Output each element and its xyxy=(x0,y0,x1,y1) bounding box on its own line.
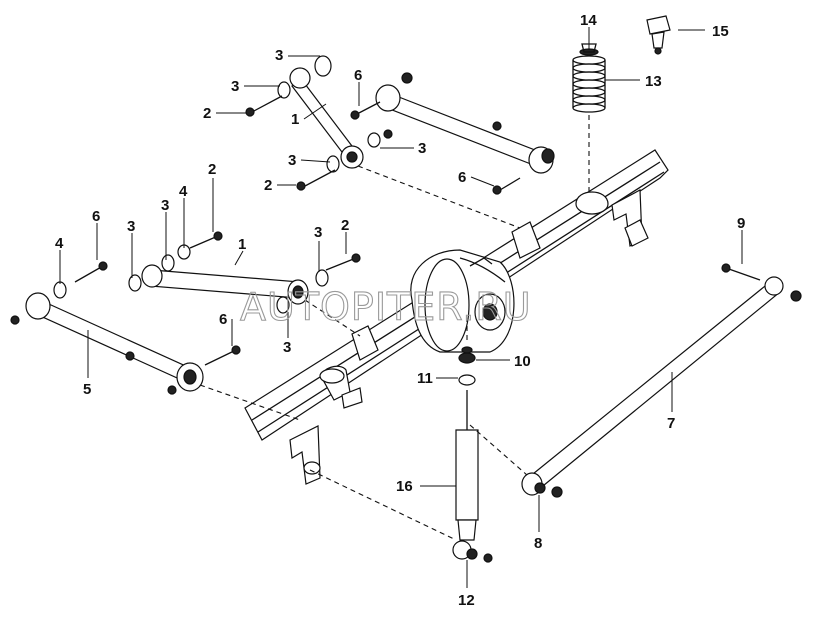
callout-3: 3 xyxy=(288,152,296,169)
callout-15: 15 xyxy=(712,23,729,40)
callout-6: 6 xyxy=(354,67,362,84)
callout-2: 2 xyxy=(341,217,349,234)
callout-8: 8 xyxy=(534,535,542,552)
lower-trailing-link xyxy=(128,231,361,314)
callout-3: 3 xyxy=(127,218,135,235)
callout-6: 6 xyxy=(92,208,100,225)
lower-lateral-arm xyxy=(10,261,241,395)
callout-9: 9 xyxy=(737,215,745,232)
callout-3: 3 xyxy=(161,197,169,214)
callout-3: 3 xyxy=(283,339,291,356)
shock-absorber xyxy=(452,346,493,563)
callout-16: 16 xyxy=(396,478,413,495)
callout-11: 11 xyxy=(417,370,433,387)
upper-lateral-arm xyxy=(375,72,555,174)
upper-trailing-link xyxy=(245,55,521,195)
coil-spring xyxy=(572,55,606,113)
callout-13: 13 xyxy=(645,73,662,90)
callout-2: 2 xyxy=(203,105,211,122)
callout-6: 6 xyxy=(458,169,466,186)
callout-labels: 14 15 13 3 3 6 2 1 3 3 2 6 2 4 3 3 6 4 1… xyxy=(55,12,745,609)
watermark: AUTOPITER.RU xyxy=(240,285,532,329)
callout-2: 2 xyxy=(208,161,216,178)
callout-7: 7 xyxy=(667,415,675,432)
callout-3: 3 xyxy=(314,224,322,241)
callout-12: 12 xyxy=(458,592,475,609)
panhard-rod xyxy=(521,263,802,498)
leader-lines xyxy=(59,27,743,588)
callout-3: 3 xyxy=(275,47,283,64)
callout-3: 3 xyxy=(418,140,426,157)
spring-insulator xyxy=(646,15,671,55)
callout-6: 6 xyxy=(219,311,227,328)
callout-3: 3 xyxy=(231,78,239,95)
differential-housing xyxy=(410,249,515,353)
callout-2: 2 xyxy=(264,177,272,194)
callout-4: 4 xyxy=(55,235,64,252)
callout-10: 10 xyxy=(514,353,531,370)
callout-5: 5 xyxy=(83,381,91,398)
callout-14: 14 xyxy=(580,12,597,29)
callout-1: 1 xyxy=(238,236,246,253)
callout-1: 1 xyxy=(291,111,299,128)
callout-4: 4 xyxy=(179,183,188,200)
